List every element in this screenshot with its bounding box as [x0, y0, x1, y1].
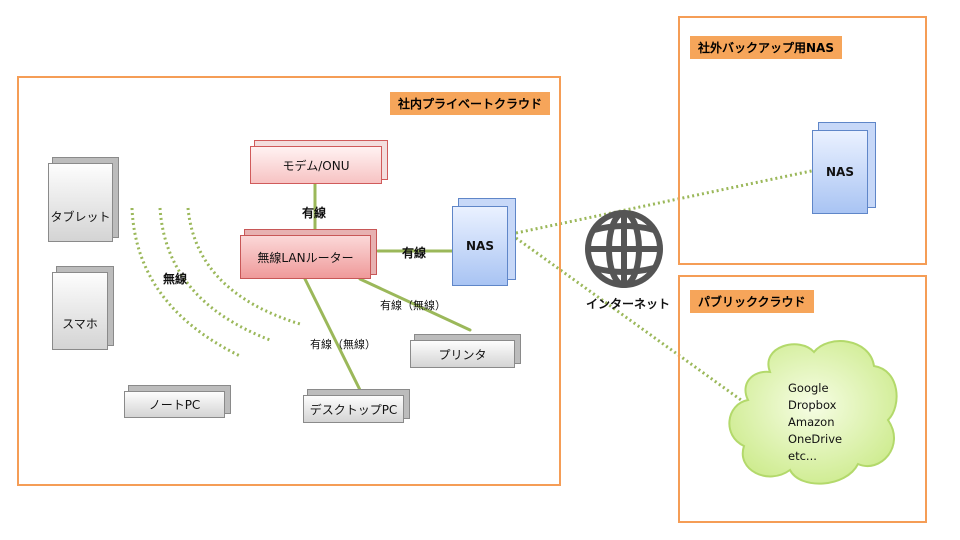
wireless-label: 無線 [163, 272, 188, 286]
link-router-printer [358, 277, 472, 332]
wireless-arcs [130, 207, 301, 358]
tablet-device: タブレット [48, 163, 113, 242]
offsite-nas-region [678, 16, 927, 265]
internet-label: インターネット [586, 297, 671, 311]
public-cloud-region [678, 275, 927, 523]
public-cloud-shape [728, 340, 898, 485]
wireless-arc-1 [130, 207, 241, 358]
nas-device: NAS [452, 206, 508, 286]
offsite-nas-label: 社外バックアップ用NAS [690, 36, 842, 59]
globe-icon [585, 210, 663, 288]
cloud-service-item: Dropbox [788, 398, 837, 412]
smartphone-device: スマホ [52, 272, 108, 350]
wired-label-modem-router: 有線 [302, 206, 327, 220]
cloud-service-item: Amazon [788, 415, 835, 429]
printer-device: プリンタ [410, 340, 515, 368]
private-cloud-label: 社内プライベートクラウド [390, 92, 551, 115]
public-cloud-label: パブリッククラウド [690, 290, 814, 313]
printer-link-label: 有線（無線） [380, 299, 446, 312]
wireless-arc-2 [158, 207, 271, 342]
cloud-services-list: Google Dropbox Amazon OneDrive etc... [788, 380, 842, 465]
offsite-nas-device: NAS [812, 130, 868, 214]
desktop-pc-device: デスクトップPC [303, 395, 404, 423]
wired-label-router-nas: 有線 [402, 246, 427, 260]
wireless-lan-router: 無線LANルーター [240, 235, 371, 279]
cloud-service-item: OneDrive [788, 432, 843, 446]
link-nas-offsite-nas [515, 168, 817, 235]
modem-onu-device: モデム/ONU [250, 146, 382, 184]
desktop-link-label: 有線（無線） [310, 338, 376, 351]
private-cloud-region [17, 76, 561, 486]
cloud-service-item: etc... [788, 449, 817, 463]
notebook-pc-device: ノートPC [124, 391, 225, 418]
link-router-desktop [303, 277, 362, 392]
cloud-service-item: Google [788, 381, 829, 395]
